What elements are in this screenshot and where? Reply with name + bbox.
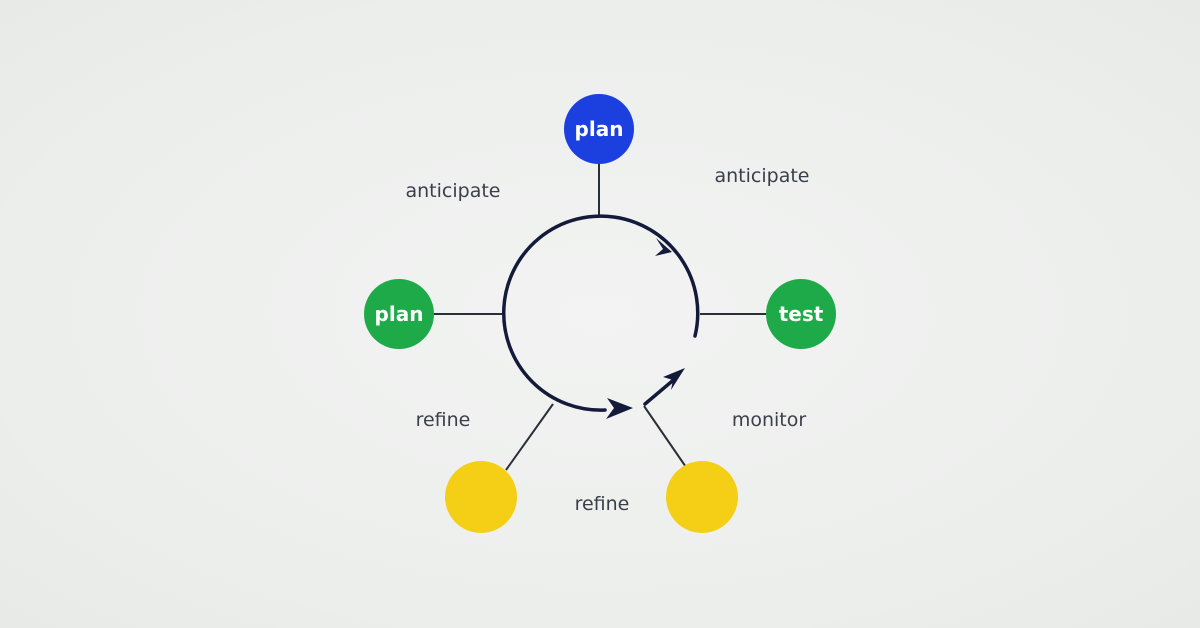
node-top-circle bbox=[564, 94, 634, 164]
arrowhead-bottom bbox=[606, 398, 633, 419]
node-left-circle bbox=[364, 279, 434, 349]
node-right-label: test bbox=[779, 302, 824, 326]
node-bottom-left-circle bbox=[445, 461, 517, 533]
cycle-arc bbox=[502, 214, 700, 412]
label-anticipate-left: anticipate bbox=[406, 180, 501, 202]
node-left-label: plan bbox=[375, 302, 424, 326]
arrowhead-top-right bbox=[655, 238, 672, 256]
label-anticipate-right: anticipate bbox=[715, 165, 810, 187]
label-refine-left: refine bbox=[416, 409, 471, 431]
cycle-inner-arrow bbox=[643, 375, 679, 406]
node-left: plan bbox=[364, 279, 434, 349]
node-bottom-right-circle bbox=[666, 461, 738, 533]
arrowhead-inner bbox=[663, 368, 685, 390]
node-right: test bbox=[766, 279, 836, 349]
node-bottom-left bbox=[445, 461, 517, 533]
label-refine-bottom: refine bbox=[575, 493, 630, 515]
label-monitor: monitor bbox=[732, 409, 807, 431]
node-right-circle bbox=[766, 279, 836, 349]
connector-bottom-left bbox=[505, 403, 554, 471]
node-bottom-right bbox=[666, 461, 738, 533]
connector-bottom-right bbox=[643, 405, 689, 471]
node-top-label: plan bbox=[575, 117, 624, 141]
node-top: plan bbox=[564, 94, 634, 164]
